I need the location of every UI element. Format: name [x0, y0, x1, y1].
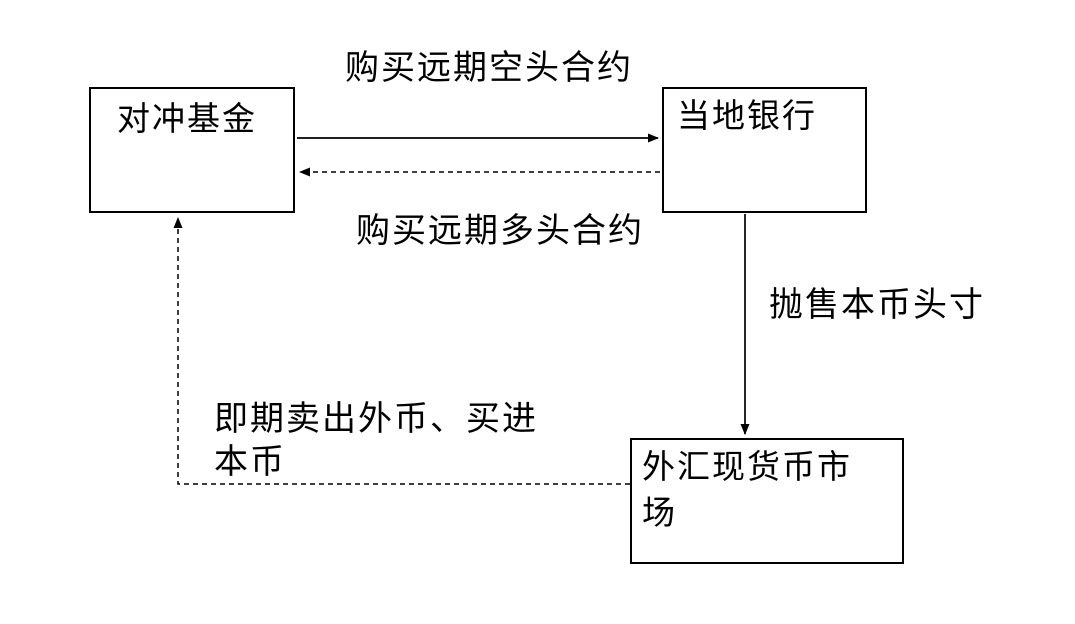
node-local-bank: 当地银行 [662, 87, 867, 213]
node-fx-spot-market: 外汇现货币市场 [630, 438, 904, 564]
arrow-spot-sell-foreign [173, 217, 630, 485]
edge-label-buy-forward-long: 购买远期多头合约 [356, 212, 644, 250]
node-hedge-fund: 对冲基金 [89, 87, 295, 213]
edge-label-buy-forward-short: 购买远期空头合约 [345, 49, 633, 87]
edge-label-spot-sell-foreign-buy-local: 即期卖出外币、买进本币 [214, 400, 538, 481]
node-hedge-fund-label: 对冲基金 [117, 100, 257, 137]
node-fx-spot-market-label: 外汇现货币市场 [642, 448, 852, 531]
node-local-bank-label: 当地银行 [677, 97, 817, 134]
edge-label-sell-local-position: 抛售本币头寸 [769, 286, 985, 324]
